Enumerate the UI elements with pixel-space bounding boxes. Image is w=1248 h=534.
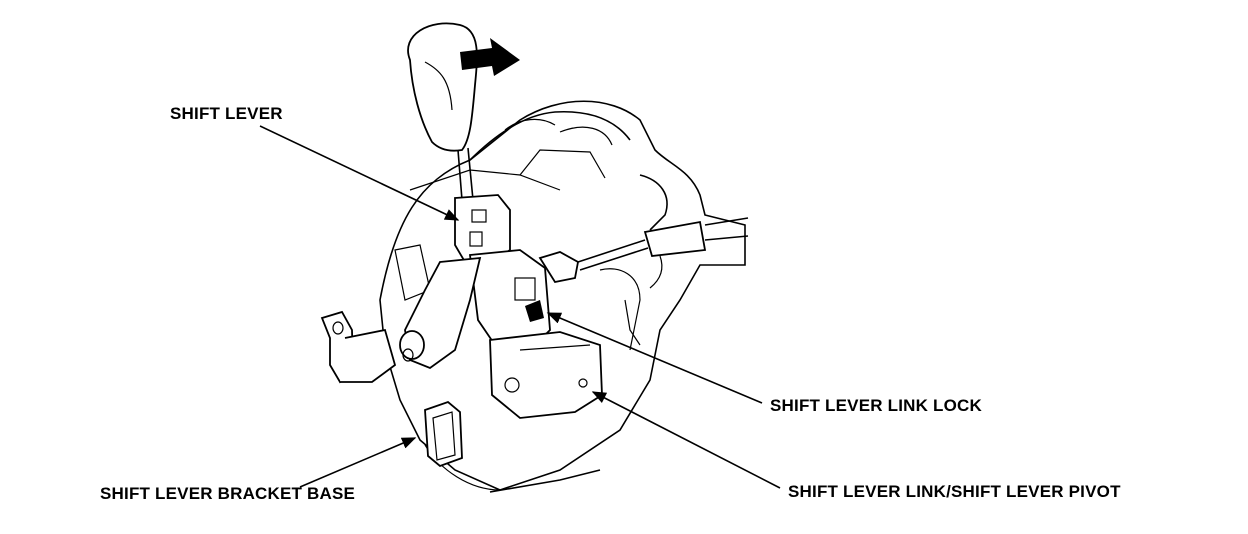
label-link-lock: SHIFT LEVER LINK LOCK [770,396,982,415]
leader-bracket-base [299,437,417,488]
shift-knob [407,22,478,201]
pivot-housing [489,331,603,419]
label-shift-lever: SHIFT LEVER [170,104,283,123]
shift-lever-link [399,194,551,370]
label-bracket-base: SHIFT LEVER BRACKET BASE [100,484,356,503]
bracket-base-part [424,400,463,468]
leader-link-lock [546,312,763,404]
label-link-pivot: SHIFT LEVER LINK/SHIFT LEVER PIVOT [788,482,1121,501]
shift-cable [538,217,749,289]
leader-link-pivot [591,391,781,489]
left-bracket [320,310,397,384]
leader-shift-lever [259,125,460,221]
push-direction-arrow [460,38,520,76]
